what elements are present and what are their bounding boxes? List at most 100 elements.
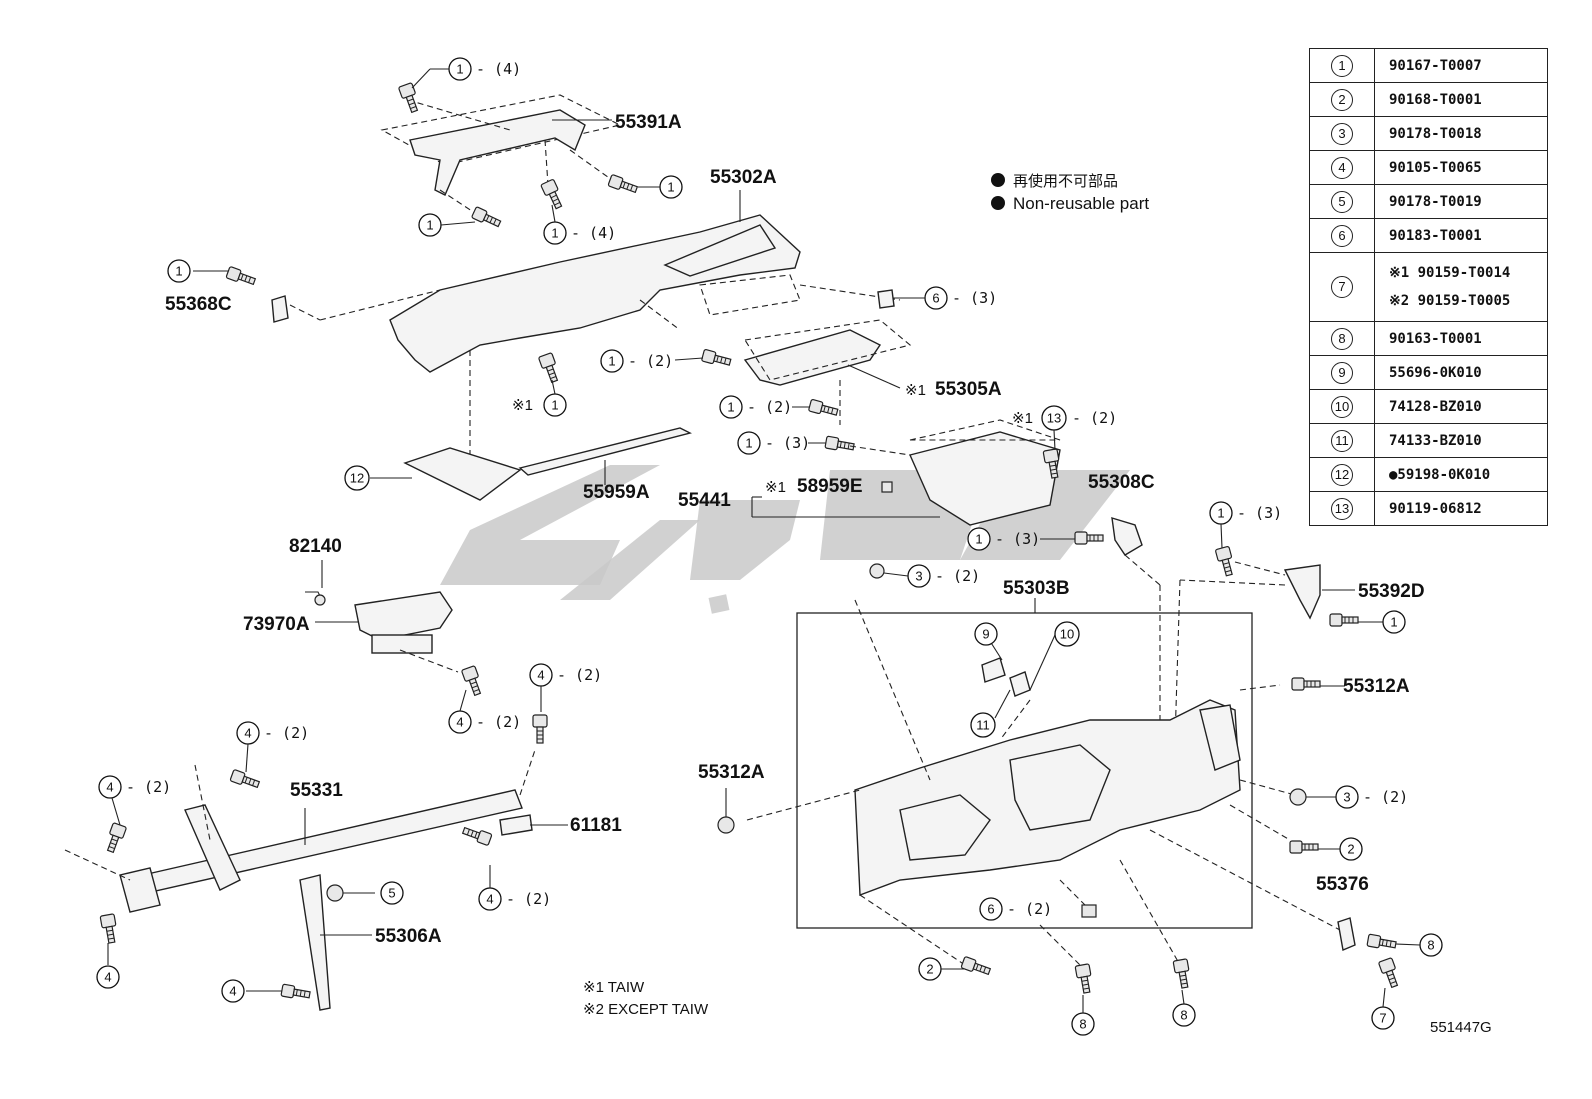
callout-8-c: 8 <box>1395 933 1443 957</box>
svg-text:3: 3 <box>915 569 922 584</box>
label-55959A: 55959A <box>583 482 650 503</box>
label-82140: 82140 <box>289 536 342 557</box>
svg-text:8: 8 <box>1180 1008 1187 1023</box>
key-marker: 9 <box>1331 361 1353 384</box>
key-marker: 1 <box>1331 54 1353 77</box>
part-number: ※1 90159-T0014 <box>1389 265 1511 281</box>
callout-4-q2-d: 4 - (2) <box>98 775 171 826</box>
part-number: 90105-T0065 <box>1374 150 1548 185</box>
callout-3-q2-b: 3 - (2) <box>1306 785 1408 809</box>
label-55376: 55376 <box>1316 874 1369 895</box>
part-55303B-dashboard-frame <box>746 598 1341 971</box>
svg-text:5: 5 <box>388 886 395 901</box>
svg-text:11: 11 <box>976 718 990 733</box>
key-marker: 7 <box>1331 276 1353 298</box>
table-row: 5 90178-T0019 <box>1309 184 1548 219</box>
svg-text:4: 4 <box>537 668 544 683</box>
callout-6-q2: 6 - (2) <box>979 897 1052 921</box>
svg-text:4: 4 <box>104 970 111 985</box>
label-55306A: 55306A <box>375 926 442 947</box>
svg-text:- (2): - (2) <box>747 398 792 416</box>
legend-non-reusable-jp: 再使用不可部品 <box>1013 173 1118 190</box>
callout-4-q2-b: 4 - (2) <box>448 689 521 734</box>
label-55368C: 55368C <box>165 294 232 315</box>
callout-9: 9 <box>974 622 998 646</box>
svg-text:- (2): - (2) <box>476 713 521 731</box>
part-55305A-bracket <box>700 319 912 425</box>
callout-8-a: 8 <box>1071 995 1095 1036</box>
note-mark: ※1 <box>765 479 786 496</box>
label-55303B: 55303B <box>1003 578 1070 599</box>
svg-text:4: 4 <box>244 726 251 741</box>
svg-text:6: 6 <box>987 902 994 917</box>
part-55368C-bracket <box>193 265 441 323</box>
label-55312A: 55312A <box>698 762 765 783</box>
legend-non-reusable-en: Non-reusable part <box>1013 194 1149 213</box>
key-marker: 4 <box>1331 156 1353 179</box>
part-73970A-airbag <box>315 591 485 698</box>
callout-2-right: 2 <box>1318 837 1363 861</box>
svg-text:- (2): - (2) <box>264 724 309 742</box>
label-55305A: 55305A <box>935 379 1002 400</box>
svg-text:1: 1 <box>1217 506 1224 521</box>
key-marker: 8 <box>1331 327 1353 350</box>
callout-1-right: 1 <box>638 175 683 199</box>
svg-text:- (3): - (3) <box>765 434 810 452</box>
part-55391A-bracket <box>380 82 639 230</box>
callout-1-q3-c: 1 - (3) <box>1209 501 1282 549</box>
svg-text:- (2): - (2) <box>506 890 551 908</box>
part-number: 90168-T0001 <box>1374 82 1548 117</box>
svg-text:2: 2 <box>1347 842 1354 857</box>
callout-10: 10 <box>1054 621 1080 647</box>
part-number: 90178-T0018 <box>1374 116 1548 151</box>
callout-12: 12 <box>344 465 370 491</box>
part-55308C-bracket <box>1040 517 1161 740</box>
label-73970A: 73970A <box>243 614 310 635</box>
svg-text:6: 6 <box>932 291 939 306</box>
note-except-taiw: ※2 EXCEPT TAIW <box>583 1001 709 1018</box>
callout-4-bottom: 4 <box>221 979 245 1003</box>
part-number: 74128-BZ010 <box>1374 389 1548 424</box>
svg-text:- (4): - (4) <box>476 60 521 78</box>
callout-4-q2-a: 4 - (2) <box>529 663 602 712</box>
svg-text:1: 1 <box>667 180 674 195</box>
svg-text:1: 1 <box>727 400 734 415</box>
svg-text:2: 2 <box>926 962 933 977</box>
svg-text:- (4): - (4) <box>571 224 616 242</box>
svg-text:- (3): - (3) <box>995 530 1040 548</box>
callout-13-q2: ※1 13 - (2) <box>1012 405 1117 451</box>
table-row: 7 ※1 90159-T0014 ※2 90159-T0005 <box>1309 252 1548 322</box>
key-marker: 12 <box>1331 463 1353 486</box>
part-55441-glovebox <box>751 419 1063 526</box>
callout-1-q3-b: 1 - (3) <box>967 527 1040 551</box>
svg-text:9: 9 <box>982 627 989 642</box>
part-number: ※2 90159-T0005 <box>1389 293 1511 309</box>
svg-text:- (2): - (2) <box>628 352 673 370</box>
part-number: 90178-T0019 <box>1374 184 1548 219</box>
callout-8-b: 8 <box>1172 989 1196 1027</box>
svg-text:13: 13 <box>1047 411 1061 426</box>
table-row: 12●59198-0K010 <box>1309 457 1548 492</box>
svg-text:12: 12 <box>350 471 364 486</box>
key-marker: 5 <box>1331 190 1353 213</box>
callout-6-q3: 6 - (3) <box>877 286 997 310</box>
svg-text:※1: ※1 <box>1012 410 1033 427</box>
callout-4-q2-c: 4 - (2) <box>236 721 309 773</box>
part-number: 90163-T0001 <box>1374 321 1548 356</box>
note-taiw: ※1 TAIW <box>583 979 645 996</box>
svg-text:- (2): - (2) <box>1007 900 1052 918</box>
callout-3-q2-a: 3 - (2) <box>883 564 980 588</box>
callout-1-q2-b: 1 - (2) <box>719 395 810 419</box>
callout-5: 5 <box>380 881 404 905</box>
svg-text:1: 1 <box>745 436 752 451</box>
svg-text:4: 4 <box>106 780 113 795</box>
callout-1-q4-top: 1 - (4) <box>411 57 521 89</box>
svg-text:1: 1 <box>175 264 182 279</box>
svg-text:8: 8 <box>1079 1017 1086 1032</box>
svg-text:10: 10 <box>1060 627 1074 642</box>
part-55959A-strip <box>518 427 692 485</box>
